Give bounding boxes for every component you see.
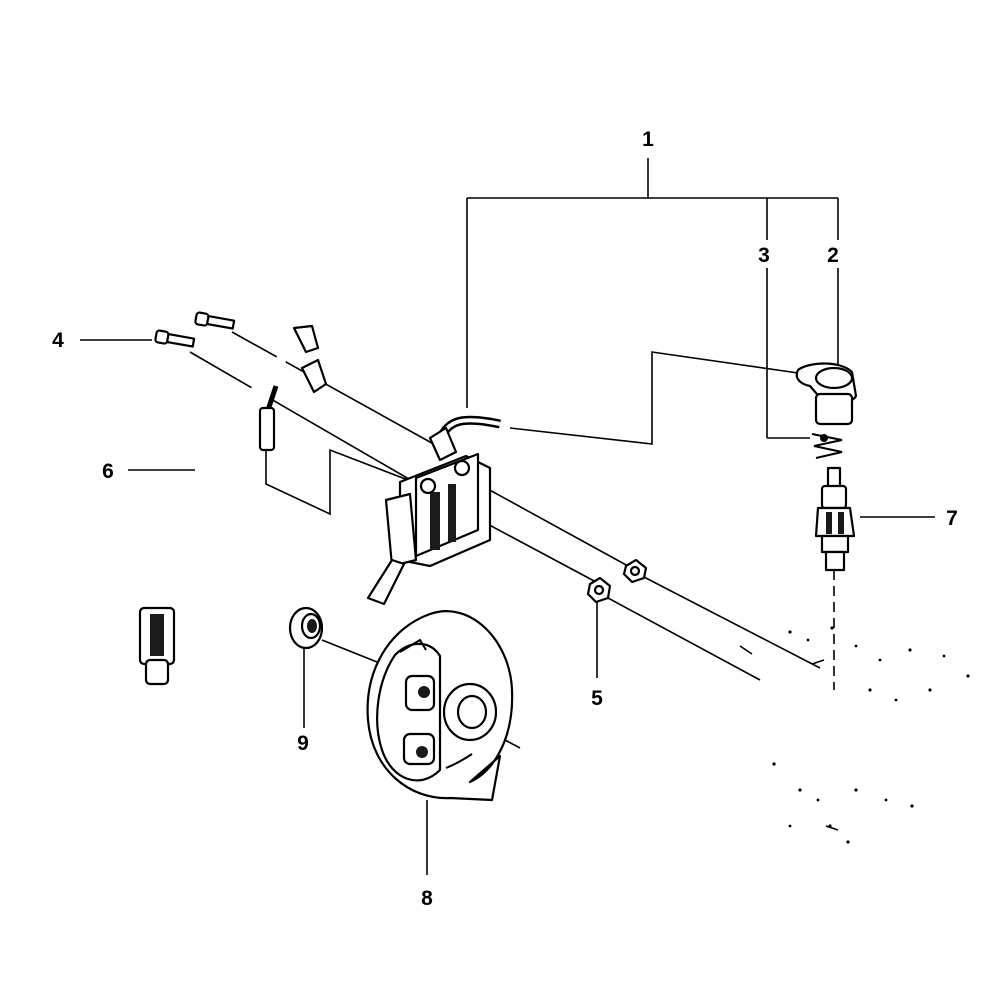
- spark-plug-item-7: [814, 466, 856, 572]
- label-6: 6: [102, 460, 114, 483]
- washer-item-9: [288, 606, 324, 650]
- label-8: 8: [421, 887, 433, 910]
- label-2: 2: [827, 244, 839, 267]
- nuts-item-5: [586, 558, 648, 604]
- flywheel-item-8: [366, 610, 514, 802]
- label-4: 4: [52, 329, 64, 352]
- label-7: 7: [946, 507, 958, 530]
- spark-plug-cap-item-2: [795, 362, 858, 426]
- label-9: 9: [297, 732, 309, 755]
- speckle-marks: [739, 626, 970, 844]
- ignition-module: [366, 415, 501, 606]
- bracket-item-1: [466, 158, 839, 408]
- label-5: 5: [591, 687, 603, 710]
- bolts-item-4: [154, 311, 236, 348]
- ignition-lead-item-6: [138, 324, 328, 686]
- label-3: 3: [758, 244, 770, 267]
- spring-item-3: [811, 433, 843, 459]
- label-1: 1: [642, 128, 654, 151]
- leader-lines: [80, 268, 935, 875]
